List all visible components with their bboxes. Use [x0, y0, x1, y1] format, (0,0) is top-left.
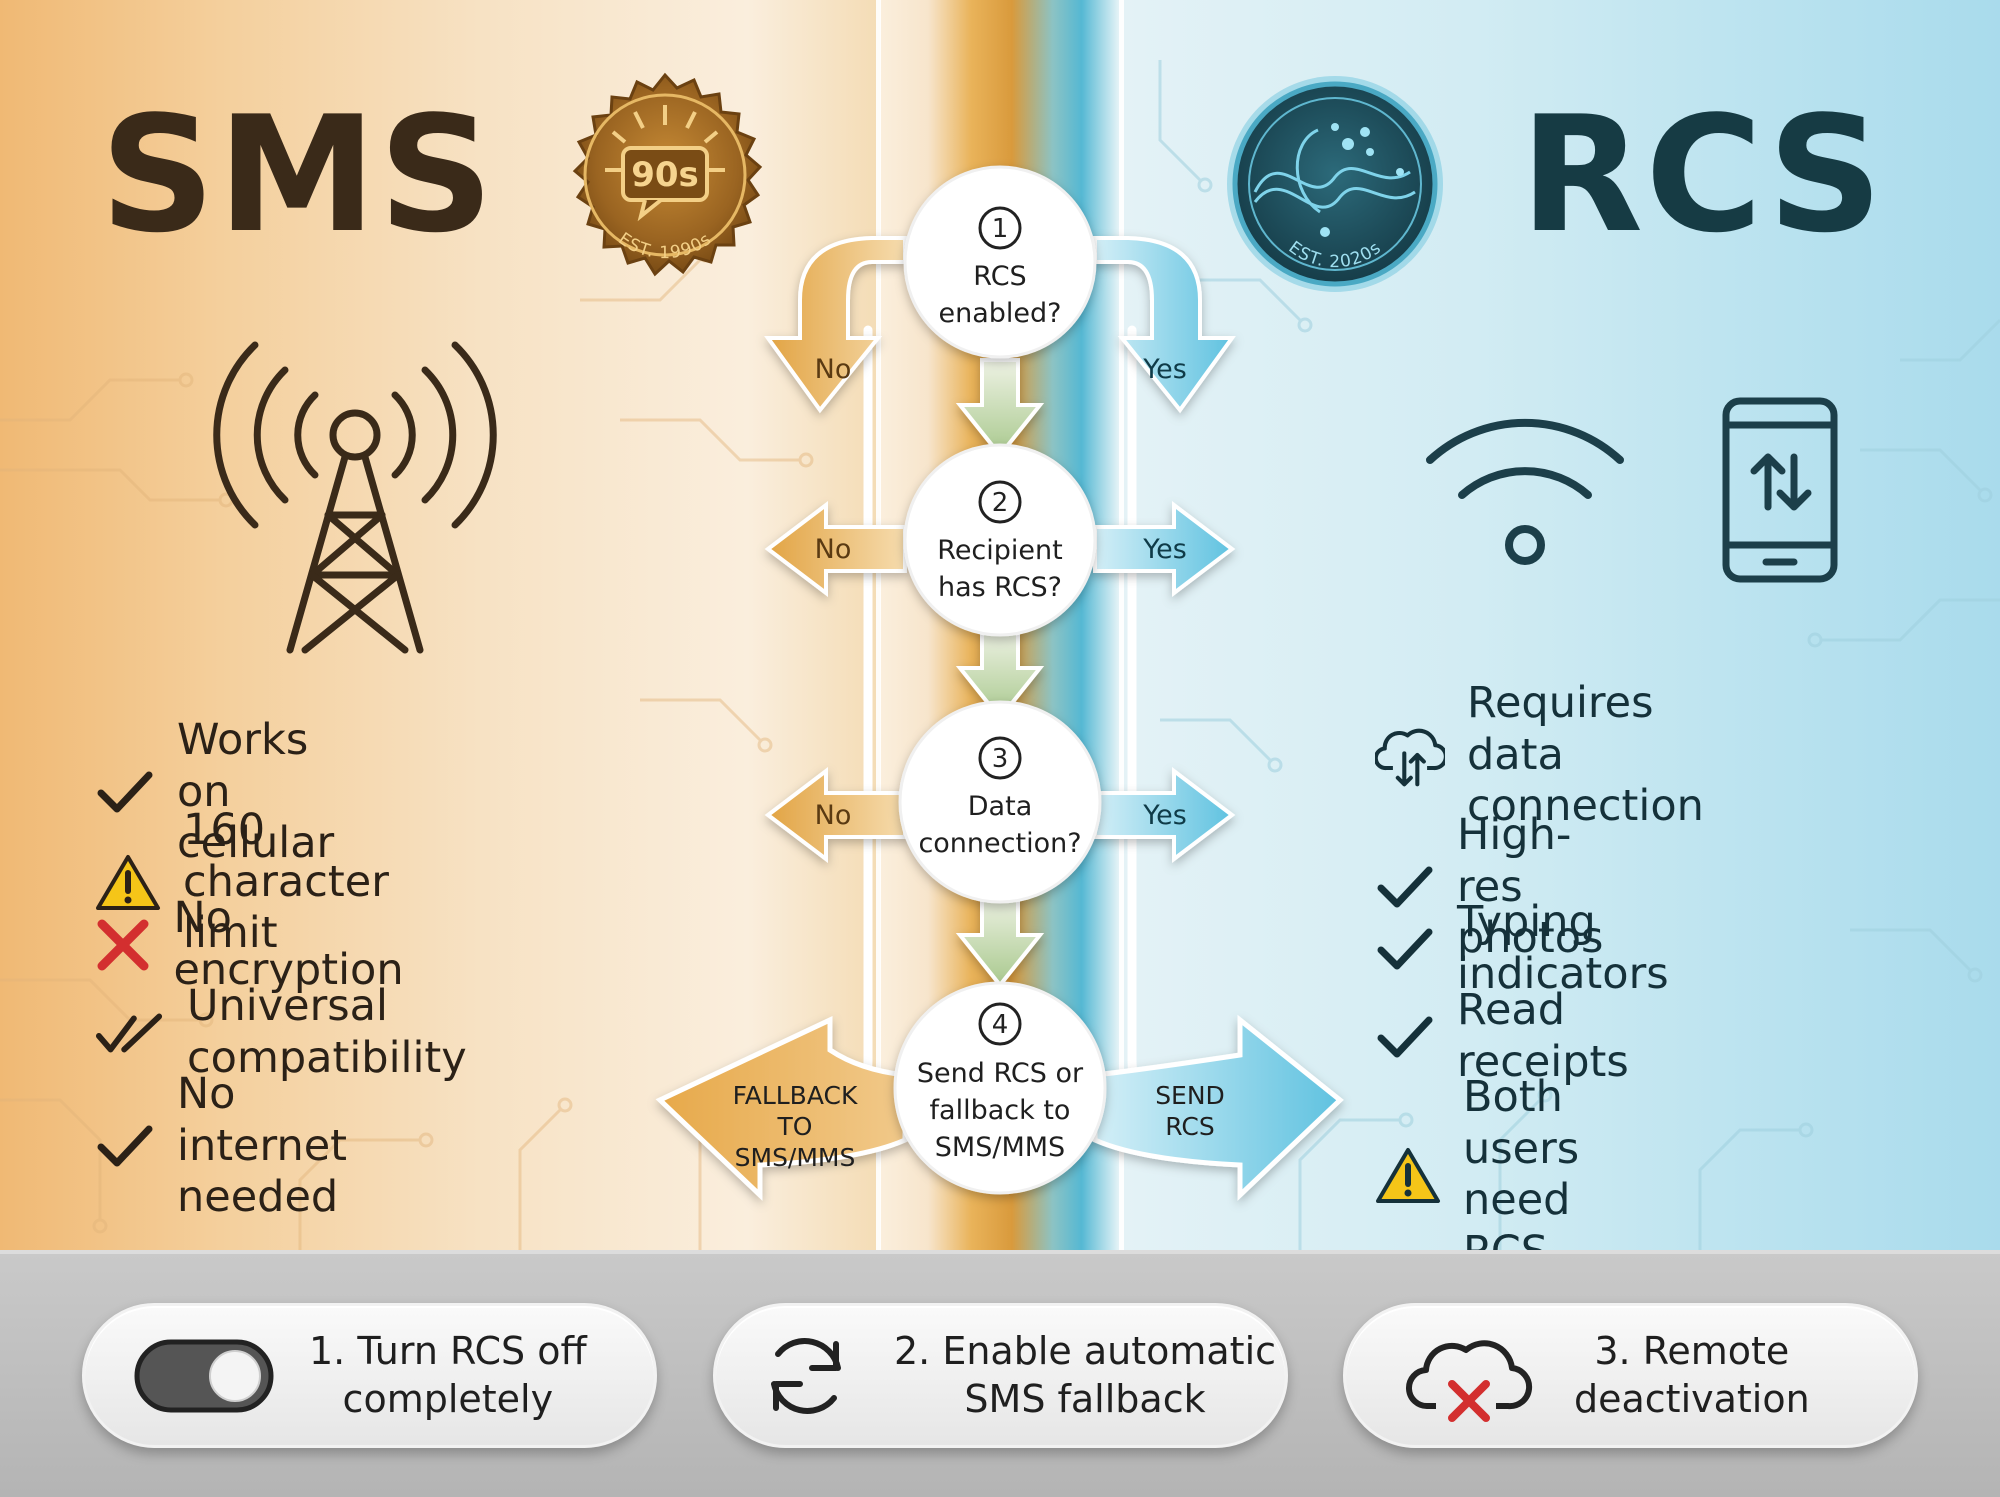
- step-label: Send RCS or: [917, 1058, 1084, 1089]
- sms-feature-item: No internet needed: [95, 1069, 357, 1224]
- check-icon: [95, 1116, 155, 1176]
- double-check-icon: [95, 1003, 165, 1063]
- send-rcs-arrow: [1092, 1014, 1344, 1201]
- step-label: Recipient: [937, 535, 1062, 566]
- turn-rcs-off-button[interactable]: 1. Turn RCS off completely: [82, 1303, 657, 1448]
- no-label: No: [815, 534, 852, 565]
- step-label: enabled?: [939, 298, 1062, 329]
- decision-node-4: [893, 981, 1107, 1195]
- rcs-title: RCS: [1520, 81, 1885, 268]
- action-label: 2. Enable automatic SMS fallback: [894, 1329, 1277, 1421]
- fallback-label: SMS/MMS: [735, 1143, 856, 1172]
- decision-flowchart: 1 2 3 4 RCS enabled? Recipient has RCS? …: [655, 165, 1344, 1201]
- no-arrow-3: [764, 766, 907, 864]
- step-label: has RCS?: [938, 572, 1062, 603]
- step-number: 2: [992, 488, 1009, 518]
- sms-feature-item: No encryption: [95, 893, 417, 996]
- send-rcs-label: RCS: [1165, 1112, 1214, 1141]
- cloud-sync-icon: [1375, 710, 1445, 800]
- down-arrow-3: [955, 893, 1045, 989]
- check-icon: [95, 762, 155, 822]
- rcs-feature-item: Read receipts: [1375, 985, 1639, 1088]
- sms-feature-text: No internet needed: [177, 1069, 348, 1223]
- refresh-icon: [756, 1326, 856, 1426]
- sms-title: SMS: [100, 81, 496, 268]
- sms-feature-item: Universal compatibility: [95, 981, 467, 1084]
- network-wave-icon: [1253, 128, 1416, 214]
- rcs-era-badge: EST. 2020s: [1227, 76, 1443, 292]
- down-arrow-1: [955, 358, 1045, 459]
- step-label: RCS: [973, 261, 1026, 292]
- yes-arrow-3: [1093, 766, 1236, 864]
- fallback-label: FALLBACK: [733, 1081, 858, 1110]
- decision-node-2: [903, 443, 1097, 637]
- sms-feature-text: Works on cellular: [177, 715, 335, 869]
- phone-data-icon: [1722, 397, 1838, 583]
- cell-tower-icon: [213, 341, 497, 654]
- sms-feature-item: 160 character limit: [95, 805, 393, 960]
- badge-90s-text: 90s: [631, 155, 699, 195]
- decision-nodes: [893, 165, 1107, 1195]
- no-arrow-2: [764, 500, 907, 598]
- rcs-feature-text: Typing indicators: [1457, 897, 1669, 999]
- down-arrow-2: [955, 628, 1045, 722]
- speech-bubble-icon: [621, 146, 709, 202]
- cloud-x-icon: [1404, 1326, 1534, 1426]
- wifi-icon: [1426, 418, 1624, 565]
- left-divider: [876, 0, 881, 1250]
- no-label: No: [815, 354, 852, 385]
- decision-node-1: [903, 165, 1097, 359]
- enable-sms-fallback-button[interactable]: 2. Enable automatic SMS fallback: [713, 1303, 1288, 1448]
- sms-feature-text: 160 character limit: [183, 805, 389, 959]
- yes-arrow-1: [1093, 236, 1236, 414]
- step-number: 1: [992, 214, 1009, 244]
- yes-arrow-2: [1093, 500, 1236, 598]
- no-label: No: [815, 800, 852, 831]
- step-number: 4: [992, 1010, 1009, 1040]
- x-icon: [95, 915, 151, 975]
- fallback-label: TO: [777, 1112, 813, 1141]
- action-label: 1. Turn RCS off completely: [309, 1329, 587, 1421]
- fallback-arrow: [655, 1016, 908, 1201]
- yes-label: Yes: [1142, 534, 1187, 565]
- warning-icon: [1375, 1145, 1441, 1205]
- warning-icon: [95, 852, 161, 912]
- rcs-feature-item: High-res photos: [1375, 810, 1613, 965]
- rcs-feature-text: High-res photos: [1457, 810, 1604, 964]
- remote-deactivation-button[interactable]: 3. Remote deactivation: [1343, 1303, 1918, 1448]
- step-label: Data: [968, 791, 1032, 822]
- right-divider: [1119, 0, 1124, 1250]
- sms-era-badge: 90s EST. 1990s: [572, 72, 763, 277]
- yes-label: Yes: [1142, 354, 1187, 385]
- no-arrow-1: [764, 236, 907, 414]
- sms-feature-text: No encryption: [173, 893, 404, 995]
- check-icon: [1375, 1007, 1435, 1067]
- sms-feature-text: Universal compatibility: [187, 981, 467, 1083]
- step-label: SMS/MMS: [935, 1132, 1065, 1163]
- action-label: 3. Remote deactivation: [1574, 1329, 1810, 1421]
- step-label: fallback to: [930, 1095, 1071, 1126]
- yes-label: Yes: [1142, 800, 1187, 831]
- step-number: 3: [992, 744, 1009, 774]
- sms-feature-item: Works on cellular: [95, 715, 344, 870]
- toggle-icon: [133, 1338, 275, 1414]
- rcs-feature-item: Typing indicators: [1375, 897, 1679, 1000]
- rcs-feature-text: Read receipts: [1457, 985, 1629, 1087]
- check-icon: [1375, 919, 1435, 979]
- decision-node-3: [898, 700, 1102, 904]
- check-icon: [1375, 857, 1435, 917]
- step-label: connection?: [918, 828, 1081, 859]
- send-rcs-label: SEND: [1155, 1081, 1225, 1110]
- sunburst-icon: [605, 105, 725, 172]
- rcs-feature-item: Requires data connection: [1375, 678, 1704, 833]
- rcs-feature-text: Requires data connection: [1467, 678, 1704, 832]
